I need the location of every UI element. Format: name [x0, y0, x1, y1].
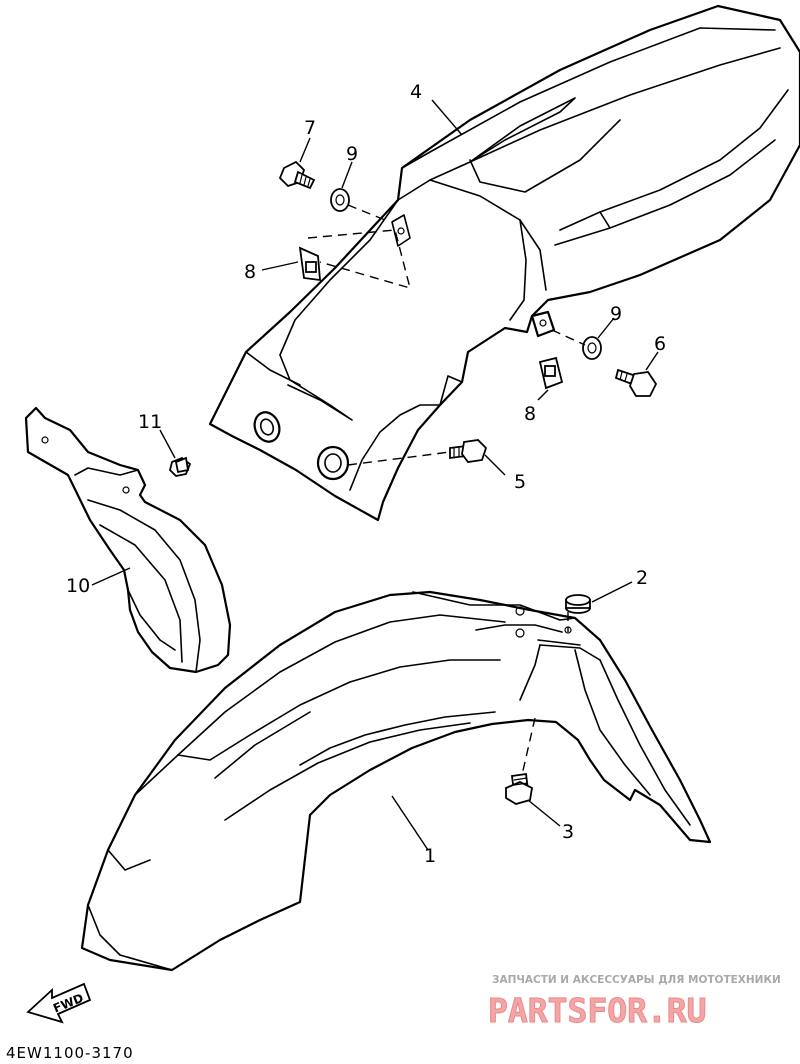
bolt-7 — [278, 160, 316, 190]
callout-11: 11 — [138, 411, 162, 433]
nut-clip-8-lower — [538, 356, 564, 390]
nut-clip-8-upper — [298, 246, 321, 282]
callout-8-lower: 8 — [524, 403, 536, 425]
collar-9-upper — [330, 188, 350, 212]
watermark: ЗАПЧАСТИ И АКСЕССУАРЫ ДЛЯ МОТОТЕХНИКИ PA… — [488, 974, 781, 1031]
damper-2 — [565, 594, 591, 614]
callout-4: 4 — [410, 81, 422, 103]
callout-2: 2 — [636, 567, 648, 589]
front-fender — [80, 590, 712, 972]
callouts: 1 2 3 4 5 6 7 8 8 9 9 10 11 — [66, 81, 666, 867]
assembly-lines — [307, 204, 586, 776]
callout-9-upper: 9 — [346, 143, 358, 165]
callout-7: 7 — [304, 117, 316, 139]
rear-fender — [208, 4, 800, 522]
callout-5: 5 — [514, 471, 526, 493]
collar-9-lower — [582, 336, 602, 360]
callout-6: 6 — [654, 333, 666, 355]
mud-guard — [24, 406, 232, 674]
watermark-brand: PARTSFOR.RU — [488, 991, 707, 1030]
bolt-5 — [449, 439, 488, 463]
screw-11 — [169, 456, 192, 477]
leader-lines — [91, 99, 659, 851]
bolt-6 — [614, 368, 658, 397]
fwd-arrow-icon: FWD — [26, 982, 92, 1024]
callout-10: 10 — [66, 575, 90, 597]
bolt-3 — [505, 772, 533, 805]
watermark-subtitle: ЗАПЧАСТИ И АКСЕССУАРЫ ДЛЯ МОТОТЕХНИКИ — [492, 974, 781, 986]
callout-8-upper: 8 — [244, 261, 256, 283]
diagram-code: 4EW1100-3170 — [6, 1044, 134, 1062]
callout-3: 3 — [562, 821, 574, 843]
callout-9-lower: 9 — [610, 303, 622, 325]
callout-1: 1 — [424, 845, 436, 867]
